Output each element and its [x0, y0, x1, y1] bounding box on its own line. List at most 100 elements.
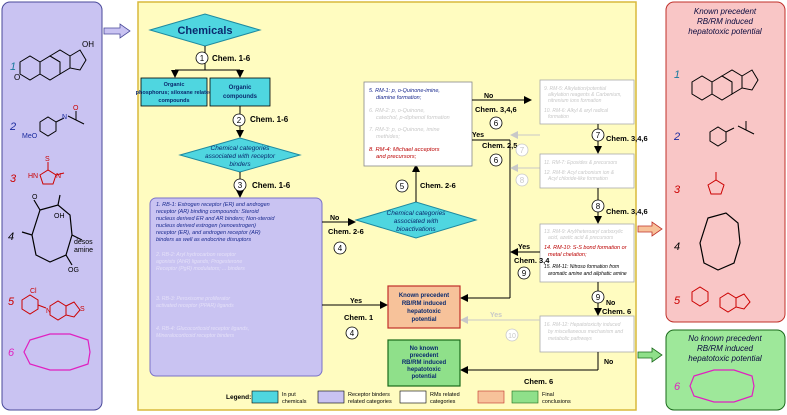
- svg-text:8. RM-4: Michael acceptors: 8. RM-4: Michael acceptors: [369, 147, 440, 153]
- right-mol3-number: 3: [674, 184, 681, 196]
- noknown-box-line2: precedent: [410, 353, 439, 359]
- svg-text:methides;: methides;: [376, 134, 400, 140]
- organic-comp-line1: Organic: [229, 85, 252, 91]
- mol4-oh-label: OH: [54, 213, 65, 220]
- rm-box-4: [539, 223, 635, 283]
- svg-text:and precursors;: and precursors;: [376, 154, 417, 160]
- step-7-faded-number: 7: [520, 146, 525, 155]
- label-yes-rb: Yes: [350, 298, 362, 305]
- right-molecule-5: [691, 286, 751, 313]
- legend-label-receptor-1: Receptor binders: [348, 392, 390, 398]
- svg-text:Acyl chloride-like formation: Acyl chloride-like formation: [547, 176, 608, 182]
- legend-swatch-receptor: [317, 390, 345, 404]
- mol2-n-label: N: [62, 114, 67, 121]
- legend-title: Legend:: [226, 394, 251, 401]
- step-4a-number: 4: [338, 244, 343, 253]
- legend-swatch-rm: [399, 390, 427, 404]
- mol5-cl-label: Cl: [30, 288, 37, 295]
- label-chem-346-c: Chem. 3,4,6: [606, 207, 648, 216]
- legend: Legend: In put chemicals Receptor binder…: [226, 390, 571, 405]
- molecule-2-methacetin: [39, 111, 85, 137]
- step-9a-circle: [517, 266, 531, 280]
- svg-text:4. RB-4: Glucocorticoid recep: 4. RB-4: Glucocorticoid receptor ligands…: [156, 326, 249, 332]
- step-8-faded-circle: [515, 173, 529, 187]
- svg-text:by miscellaneous mechanism and: by miscellaneous mechanism and: [548, 329, 623, 335]
- no-known-hepatotoxic-panel: No known precedent RB/RM induced hepatot…: [665, 329, 786, 411]
- noknown-title-line2: RB/RM induced: [697, 344, 754, 353]
- bioact-line2: associated with: [394, 218, 439, 225]
- svg-text:agonists (AhR) ligands; Proges: agonists (AhR) ligands; Progesterone: [156, 259, 242, 265]
- label-chem-1: Chem. 1: [344, 313, 373, 322]
- receptor-diamond-line3: binders: [229, 161, 251, 168]
- known-box-line2: RB/RM induced: [402, 301, 447, 307]
- label-chem-25: Chem. 2,5: [482, 141, 517, 150]
- rm-box-4-text: 13. RM-9: Aryl/heteroaryl carboxylic aci…: [544, 229, 628, 277]
- step-8-number: 8: [596, 202, 601, 211]
- chemicals-label: Chemicals: [177, 25, 232, 37]
- svg-text:6. RM-2: p, o-Quinone,: 6. RM-2: p, o-Quinone,: [369, 108, 425, 114]
- known-output-arrow: [637, 221, 663, 237]
- mol5-number: 5: [8, 296, 15, 308]
- step-3-circle: [233, 178, 247, 192]
- svg-text:activated receptor (PPAR) liga: activated receptor (PPAR) ligands: [156, 303, 234, 309]
- legend-label-final-1: Final: [542, 392, 554, 398]
- mol2-o-label: O: [73, 105, 79, 112]
- right-molecule-6: [689, 369, 755, 403]
- label-chem-1-6-b: Chem. 1-6: [250, 115, 289, 124]
- mol4-number: 4: [8, 231, 14, 243]
- mol1-number: 1: [10, 61, 16, 73]
- input-arrow: [103, 23, 131, 39]
- rm-box-1-text: 5. RM-1: p, o-Quinone-imine, diamine for…: [369, 88, 450, 160]
- svg-text:receptor (ER), and androgen re: receptor (ER), and androgen receptor (AR…: [156, 230, 261, 236]
- noknown-box-line5: potential: [412, 374, 437, 380]
- svg-text:alkylation reagents & Carbeniu: alkylation reagents & Carbenium,: [548, 92, 622, 98]
- rb-1-text: 1. RB-1: Estrogen receptor (ER) and andr…: [156, 202, 275, 243]
- step-2-number: 2: [237, 116, 242, 125]
- step-7-circle: [591, 128, 605, 142]
- noknown-title-line3: hepatotoxic potential: [688, 354, 762, 363]
- mol4-og-label: OG: [68, 267, 79, 274]
- chemicals-diamond: [148, 13, 262, 47]
- bioact-line1: Chemical categories: [387, 210, 447, 217]
- svg-text:14. RM-10: S-S bond formation: 14. RM-10: S-S bond formation or: [544, 245, 628, 251]
- rm-box-5: [539, 315, 635, 353]
- step-6b-number: 6: [494, 156, 499, 165]
- svg-text:binders as well as endocrine d: binders as well as endocrine disruptors: [156, 237, 251, 243]
- rb-faded-text: 2. RB-2: Aryl hydrocarbon receptor agoni…: [155, 252, 249, 339]
- receptor-diamond-line1: Chemical categories: [211, 145, 271, 152]
- step-5-number: 5: [400, 182, 405, 191]
- legend-label-rm-2: categories: [430, 399, 456, 405]
- step-7-faded-circle: [515, 143, 529, 157]
- known-box-line4: potential: [412, 317, 437, 323]
- step-6a-number: 6: [494, 119, 499, 128]
- right-molecule-4: [699, 212, 741, 271]
- step-1-number: 1: [200, 54, 205, 63]
- organic-comp-line2: compounds: [223, 94, 258, 100]
- step-2-circle: [232, 113, 246, 127]
- step-4b-circle: [345, 326, 359, 340]
- rm-box-5-text: 16. RM-12: Hepatotoxicity induced by mis…: [544, 322, 623, 342]
- right-molecule-1: [691, 69, 759, 101]
- right-mol2-number: 2: [673, 131, 680, 143]
- receptor-diamond-line2: associated with receptor: [205, 153, 276, 160]
- step-7-number: 7: [596, 131, 601, 140]
- rm-box-2: [539, 79, 635, 125]
- organic-compounds-box: [209, 77, 271, 107]
- known-box-line3: hepatotoxic: [407, 309, 441, 315]
- svg-text:receptor (AR) binding compound: receptor (AR) binding compounds: Steroid: [156, 209, 260, 215]
- known-title-line2: RB/RM induced: [697, 17, 754, 26]
- rm-box-3: [539, 153, 635, 189]
- label-yes-rm4: Yes: [518, 244, 530, 251]
- svg-text:formation: formation: [548, 114, 569, 120]
- noknown-title-line1: No known precedent: [688, 334, 762, 343]
- svg-text:10. RM-6: Alkyl & aryl radical: 10. RM-6: Alkyl & aryl radical: [544, 108, 609, 114]
- organic-phos-line1: Organic: [164, 82, 185, 88]
- mol5-n-label: N: [46, 308, 51, 315]
- svg-text:Mineralocorticoid receptor bin: Mineralocorticoid receptor binders: [156, 333, 235, 339]
- known-hepatotoxic-panel: Known precedent RB/RM induced hepatotoxi…: [665, 1, 786, 323]
- molecule-6-cyclododecane: [23, 333, 91, 371]
- label-yes-faded: Yes: [490, 312, 502, 319]
- known-title-line1: Known precedent: [694, 7, 757, 16]
- label-chem-34: Chem. 3,4: [514, 256, 550, 265]
- label-yes-rm1: Yes: [472, 132, 484, 139]
